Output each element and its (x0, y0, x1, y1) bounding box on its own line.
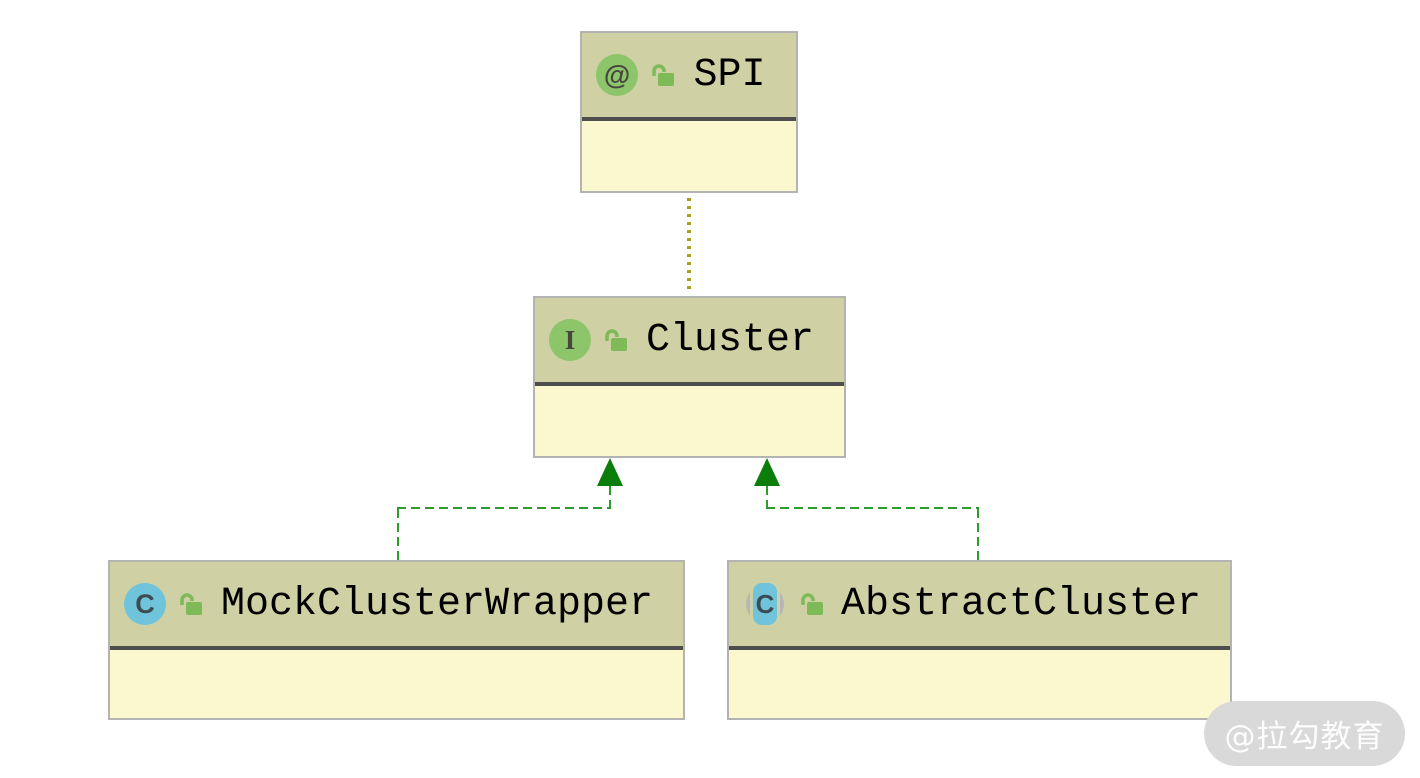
edge-mock-to-cluster-segment-horizontal (397, 507, 611, 509)
node-label: SPI (693, 52, 766, 98)
node-body (110, 650, 683, 718)
interface-icon: I (549, 319, 591, 361)
node-body (582, 121, 796, 191)
class-node-abstract-cluster[interactable]: C AbstractCluster (727, 560, 1232, 720)
edge-abstract-to-cluster-segment-upper (766, 486, 768, 507)
svg-text:C: C (756, 589, 775, 619)
node-header: @ SPI (582, 33, 796, 121)
public-lock-icon (798, 590, 826, 618)
realization-arrowhead-left (597, 458, 623, 486)
public-lock-icon (649, 61, 677, 89)
public-lock-icon (177, 590, 205, 618)
edge-cluster-to-spi-dotted-line (687, 198, 691, 294)
node-label: MockClusterWrapper (220, 581, 654, 627)
node-body (729, 650, 1230, 718)
public-lock-icon (602, 326, 630, 354)
edge-mock-to-cluster-segment-upper (609, 486, 611, 507)
node-header: C MockClusterWrapper (110, 562, 683, 650)
node-label: AbstractCluster (840, 581, 1202, 627)
edge-abstract-to-cluster-segment-lower (977, 509, 979, 560)
node-label: Cluster (645, 317, 815, 363)
annotation-icon: @ (596, 54, 638, 96)
class-node-cluster[interactable]: I Cluster (533, 296, 846, 458)
realization-arrowhead-right (754, 458, 780, 486)
class-node-mock-cluster-wrapper[interactable]: C MockClusterWrapper (108, 560, 685, 720)
class-node-spi[interactable]: @ SPI (580, 31, 798, 193)
edge-abstract-to-cluster-segment-horizontal (766, 507, 979, 509)
class-icon: C (124, 583, 166, 625)
abstract-class-icon: C (743, 581, 787, 627)
node-body (535, 386, 844, 456)
watermark-badge: @拉勾教育 (1204, 701, 1405, 766)
node-header: I Cluster (535, 298, 844, 386)
edge-mock-to-cluster-segment-lower (397, 509, 399, 560)
node-header: C AbstractCluster (729, 562, 1230, 650)
